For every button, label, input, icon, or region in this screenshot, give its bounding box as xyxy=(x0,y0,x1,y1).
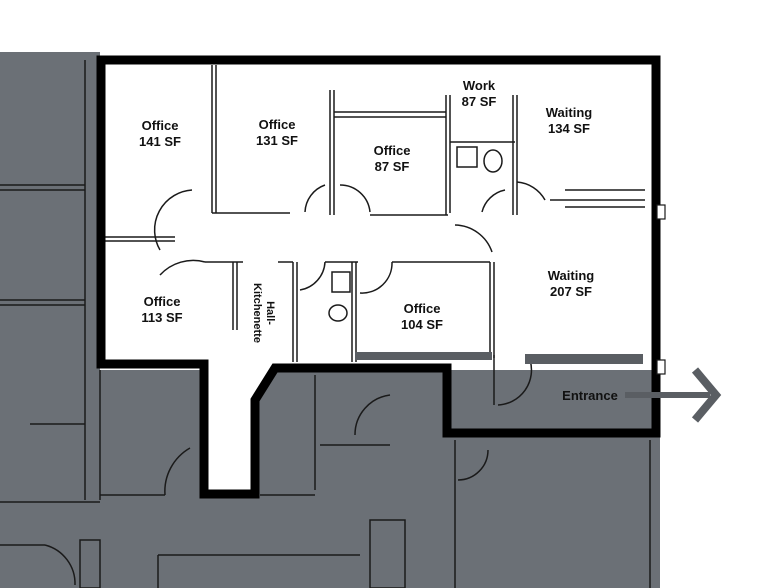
arrow-right-icon xyxy=(625,367,722,423)
svg-text:87 SF: 87 SF xyxy=(462,94,497,109)
svg-text:134 SF: 134 SF xyxy=(548,121,590,136)
svg-text:Office: Office xyxy=(142,118,179,133)
suite-outline xyxy=(96,55,661,499)
svg-text:Office: Office xyxy=(259,117,296,132)
room-label-hall-kitchenette: Hall- Kitchenette xyxy=(251,283,276,343)
room-label-work-87: Work 87 SF xyxy=(462,78,497,109)
neighbor-spaces xyxy=(0,52,660,588)
svg-text:Office: Office xyxy=(144,294,181,309)
svg-text:Waiting: Waiting xyxy=(548,268,595,283)
svg-text:87 SF: 87 SF xyxy=(375,159,410,174)
svg-text:141 SF: 141 SF xyxy=(139,134,181,149)
room-label-office-87: Office 87 SF xyxy=(374,143,411,174)
svg-text:Kitchenette: Kitchenette xyxy=(251,283,263,343)
svg-text:Hall-: Hall- xyxy=(264,301,276,325)
svg-text:104 SF: 104 SF xyxy=(401,317,443,332)
room-label-office-131: Office 131 SF xyxy=(256,117,298,148)
room-label-office-141: Office 141 SF xyxy=(139,118,181,149)
svg-text:113 SF: 113 SF xyxy=(141,310,182,325)
entrance-label: Entrance xyxy=(562,388,618,403)
interior-walls xyxy=(105,65,645,406)
svg-text:Work: Work xyxy=(463,78,496,93)
svg-text:Office: Office xyxy=(374,143,411,158)
svg-text:Waiting: Waiting xyxy=(546,105,593,120)
svg-text:131 SF: 131 SF xyxy=(256,133,298,148)
room-label-waiting-134: Waiting 134 SF xyxy=(546,105,593,136)
room-label-waiting-207: Waiting 207 SF xyxy=(548,268,595,299)
svg-text:207 SF: 207 SF xyxy=(550,284,592,299)
svg-text:Office: Office xyxy=(404,301,441,316)
room-label-office-113: Office 113 SF xyxy=(141,294,182,325)
room-label-office-104: Office 104 SF xyxy=(401,301,443,332)
